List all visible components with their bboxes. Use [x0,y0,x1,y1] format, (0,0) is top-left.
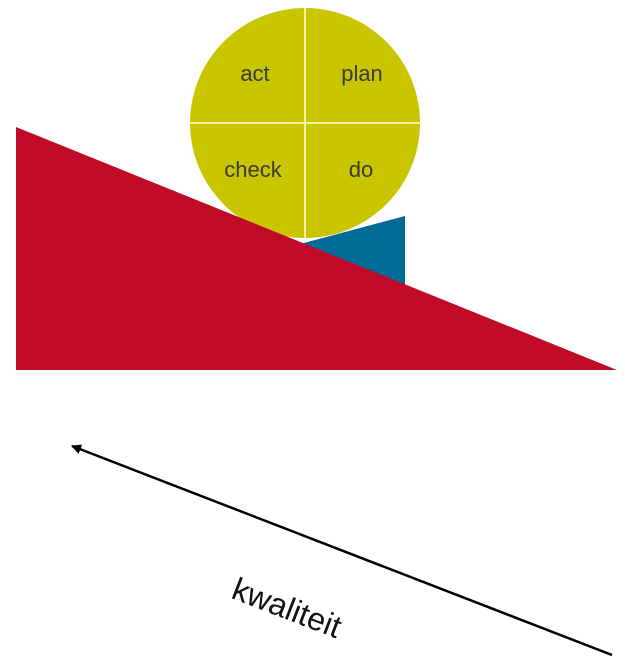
quadrant-act: act [240,61,269,86]
slope-ramp [16,127,617,370]
quality-arrow-label: kwaliteit [227,571,346,645]
pdca-wheel: act plan check do [190,8,420,238]
quadrant-plan: plan [341,61,383,86]
quality-arrow [71,444,613,657]
quadrant-check: check [224,157,282,182]
quadrant-do: do [349,157,373,182]
